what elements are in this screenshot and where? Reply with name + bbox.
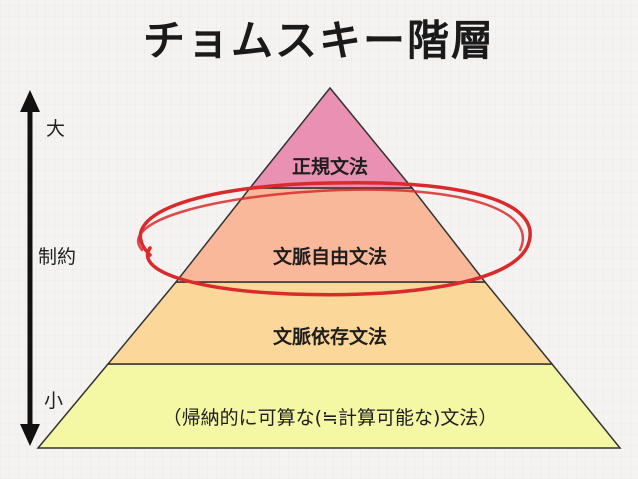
tier-regular: [248, 86, 414, 189]
page-title: チョムスキー階層: [142, 16, 495, 65]
arrow-head-up: [20, 90, 40, 112]
tier-label-recursively-enumerable: （帰納的に可算な(≒計算可能な)文法）: [162, 407, 498, 429]
tier-label-context-sensitive: 文脈依存文法: [272, 326, 387, 348]
highlight-ellipse: [136, 180, 532, 297]
tier-label-regular: 正規文法: [291, 156, 368, 178]
arrow-head-down: [20, 424, 40, 446]
axis-middle-label: 制約: [38, 246, 77, 268]
constraint-arrow: [20, 90, 40, 446]
axis-top-label: 大: [46, 118, 66, 140]
tier-label-context-free: 文脈自由文法: [272, 246, 387, 268]
axis-bottom-label: 小: [44, 390, 64, 412]
